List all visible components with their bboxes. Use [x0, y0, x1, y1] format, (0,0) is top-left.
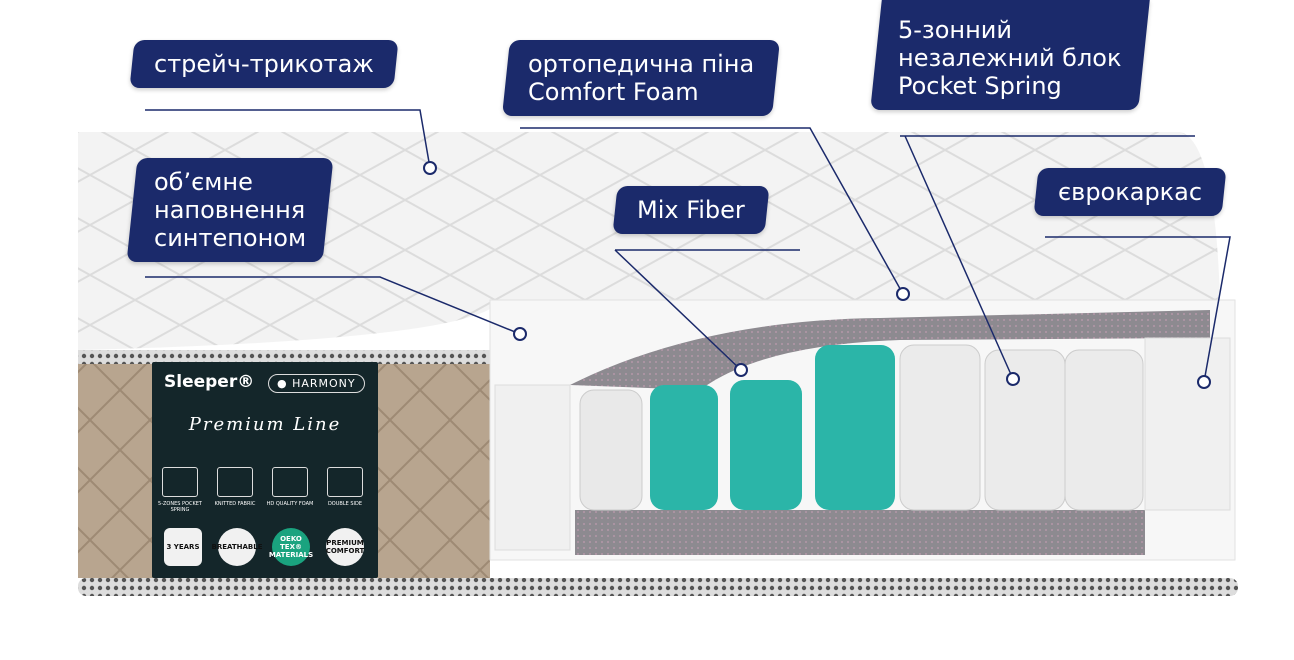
feature-hd-foam: HD QUALITY FOAM: [264, 467, 316, 507]
feature-label: 5-ZONES POCKET SPRING: [158, 501, 202, 513]
euro-frame-right: [1144, 337, 1231, 511]
callout-text: Pocket Spring: [898, 72, 1062, 100]
product-line: Premium Line: [188, 414, 342, 435]
mesh-border-bottom: [78, 578, 1238, 596]
callout-text: об’ємне: [154, 168, 253, 196]
callout-text: наповнення: [154, 196, 306, 224]
warranty-badge: 3 YEARS: [164, 528, 202, 566]
model-badge: ● HARMONY: [268, 374, 365, 393]
feature-pocket-spring: 5-ZONES POCKET SPRING: [154, 467, 206, 513]
callout-text: стрейч-трикотаж: [154, 50, 374, 78]
spring-icon: [162, 467, 198, 497]
feature-knitted-fabric: KNITTED FABRIC: [209, 467, 261, 507]
feature-label: HD QUALITY FOAM: [266, 501, 314, 507]
feature-label: KNITTED FABRIC: [214, 501, 256, 507]
mix-fiber-layer: [570, 310, 1210, 390]
callout-text: незалежний блок: [898, 44, 1122, 72]
leader-dots: [423, 161, 1211, 389]
premium-comfort-badge: PREMIUM COMFORT: [326, 528, 364, 566]
mesh-border-top: [78, 350, 498, 364]
callout-text: синтепоном: [154, 224, 307, 252]
oeko-tex-badge: OEKO TEX® MATERIALS: [269, 528, 313, 566]
feature-double-side: DOUBLE SIDE: [319, 467, 371, 507]
leader-lines: [145, 109, 1231, 383]
callout-text: Mix Fiber: [637, 196, 745, 224]
callout-stretch-knit: стрейч-трикотаж: [129, 40, 399, 88]
callout-text: Comfort Foam: [528, 78, 699, 106]
flip-icon: [327, 467, 363, 497]
callout-euro-frame: єврокаркас: [1033, 168, 1227, 216]
euro-frame-left: [494, 384, 571, 551]
brand-logo: Sleeper®: [164, 372, 255, 392]
callout-text: ортопедична піна: [528, 50, 755, 78]
fabric-icon: [217, 467, 253, 497]
callout-text: єврокаркас: [1058, 178, 1203, 206]
callout-text: 5-зонний: [898, 16, 1012, 44]
top-surface: [78, 132, 1220, 350]
breathable-badge: BREATHABLE: [212, 528, 263, 566]
feature-label: DOUBLE SIDE: [327, 501, 363, 507]
product-label-tag: Sleeper® ● HARMONY Premium Line 5-ZONES …: [152, 362, 378, 578]
foam-icon: [272, 467, 308, 497]
springs: [579, 344, 1144, 511]
bottom-felt: [575, 510, 1145, 555]
callout-mix-fiber: Mix Fiber: [612, 186, 770, 234]
